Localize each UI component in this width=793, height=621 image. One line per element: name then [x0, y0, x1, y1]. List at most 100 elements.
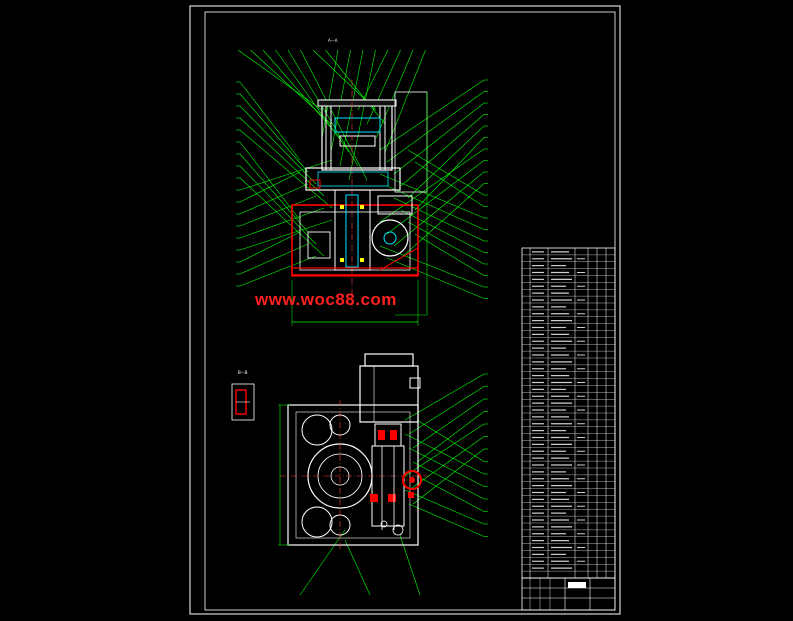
motor-stub	[377, 195, 413, 215]
pulley-top-left	[301, 414, 333, 446]
detail-view	[231, 383, 255, 421]
leader-line	[239, 177, 325, 257]
leader-line	[262, 49, 341, 139]
leader-line	[239, 165, 317, 245]
leader-line	[239, 171, 301, 203]
leader-line	[299, 529, 346, 596]
leader-lines-top	[236, 49, 488, 299]
leader-line	[407, 221, 485, 265]
foot-bolt-left	[380, 520, 388, 528]
coupling-red-left	[378, 430, 385, 440]
side-view-caption: B—B	[238, 370, 248, 375]
column-right	[379, 105, 386, 171]
coupling-red-right	[390, 430, 397, 440]
detail-box	[231, 383, 255, 421]
shaft-core	[345, 194, 359, 268]
upper-frame	[321, 99, 393, 171]
leader-line	[239, 153, 309, 233]
leader-line	[239, 105, 317, 185]
base-bar	[291, 267, 419, 277]
leader-line	[300, 49, 368, 181]
foot-bolt-right	[392, 524, 404, 536]
drive-red-3	[408, 492, 414, 498]
leader-line	[404, 489, 485, 525]
upper-block	[339, 135, 376, 147]
leader-line	[239, 243, 309, 275]
yellow-mark-3	[340, 258, 344, 262]
drive-wheel	[402, 470, 422, 490]
side-mechanism-view	[278, 353, 488, 596]
leader-line	[408, 447, 485, 487]
motor-cap	[364, 353, 414, 367]
leader-line	[400, 114, 485, 187]
drive-red-2	[388, 494, 396, 502]
leader-line	[250, 49, 332, 125]
leader-line	[414, 161, 485, 207]
leader-line	[416, 411, 485, 463]
leader-line	[407, 149, 485, 196]
yellow-mark-1	[340, 205, 344, 209]
motor-body	[359, 365, 419, 423]
top-view-caption: A—A	[328, 38, 338, 43]
watermark-text: www.woc88.com	[255, 290, 397, 309]
leader-line	[379, 79, 485, 151]
leader-line	[407, 125, 485, 199]
leader-line	[239, 129, 333, 209]
leader-line	[386, 185, 485, 230]
leader-line	[412, 398, 485, 449]
drive-red-1	[370, 494, 378, 502]
upper-slide	[334, 117, 381, 133]
leader-line	[400, 209, 485, 253]
leader-line	[239, 159, 333, 191]
leader-line	[239, 255, 317, 287]
leader-line	[339, 49, 364, 167]
gearbox-housing	[291, 204, 419, 276]
leader-line	[348, 49, 376, 181]
leader-line	[239, 81, 301, 161]
base-plate	[287, 404, 419, 546]
leader-line	[408, 503, 485, 537]
leader-line	[404, 373, 485, 421]
gearbox-slope	[379, 247, 419, 271]
drive-wheel-hub	[409, 477, 415, 483]
drive-column	[371, 445, 405, 527]
leader-line	[239, 183, 309, 215]
column-left	[325, 105, 332, 171]
leader-line	[366, 49, 401, 125]
leader-line	[239, 231, 301, 263]
leader-line	[344, 539, 371, 596]
leader-line	[379, 245, 485, 288]
leader-line	[416, 475, 485, 512]
leader-line	[379, 148, 485, 223]
gear-large-hub	[383, 231, 397, 245]
leader-line	[399, 534, 421, 596]
leader-line	[239, 195, 317, 227]
upper-beam	[317, 99, 397, 107]
leader-line	[321, 49, 339, 139]
leader-line	[239, 207, 325, 239]
leader-line	[408, 386, 485, 435]
leader-line	[412, 461, 485, 500]
leader-line	[287, 49, 359, 167]
middle-red	[309, 179, 321, 189]
leader-line	[414, 137, 485, 211]
pulley-bottom-left	[301, 506, 333, 538]
leader-line	[386, 91, 485, 163]
leader-line	[400, 183, 485, 259]
leader-line	[375, 49, 414, 139]
leader-line	[239, 141, 301, 221]
shaft-block	[334, 189, 371, 271]
leader-line	[414, 233, 485, 276]
motor-terminal	[409, 377, 421, 389]
base-plate-inner	[295, 411, 411, 539]
leader-line	[239, 93, 309, 173]
leader-line	[239, 117, 325, 197]
leader-line	[239, 219, 333, 251]
title-block-frame	[521, 577, 616, 611]
outer-frame	[189, 5, 621, 615]
leader-line	[393, 102, 485, 175]
leader-line	[412, 448, 485, 505]
middle-inner	[317, 171, 389, 187]
gear-small-left	[307, 231, 331, 259]
